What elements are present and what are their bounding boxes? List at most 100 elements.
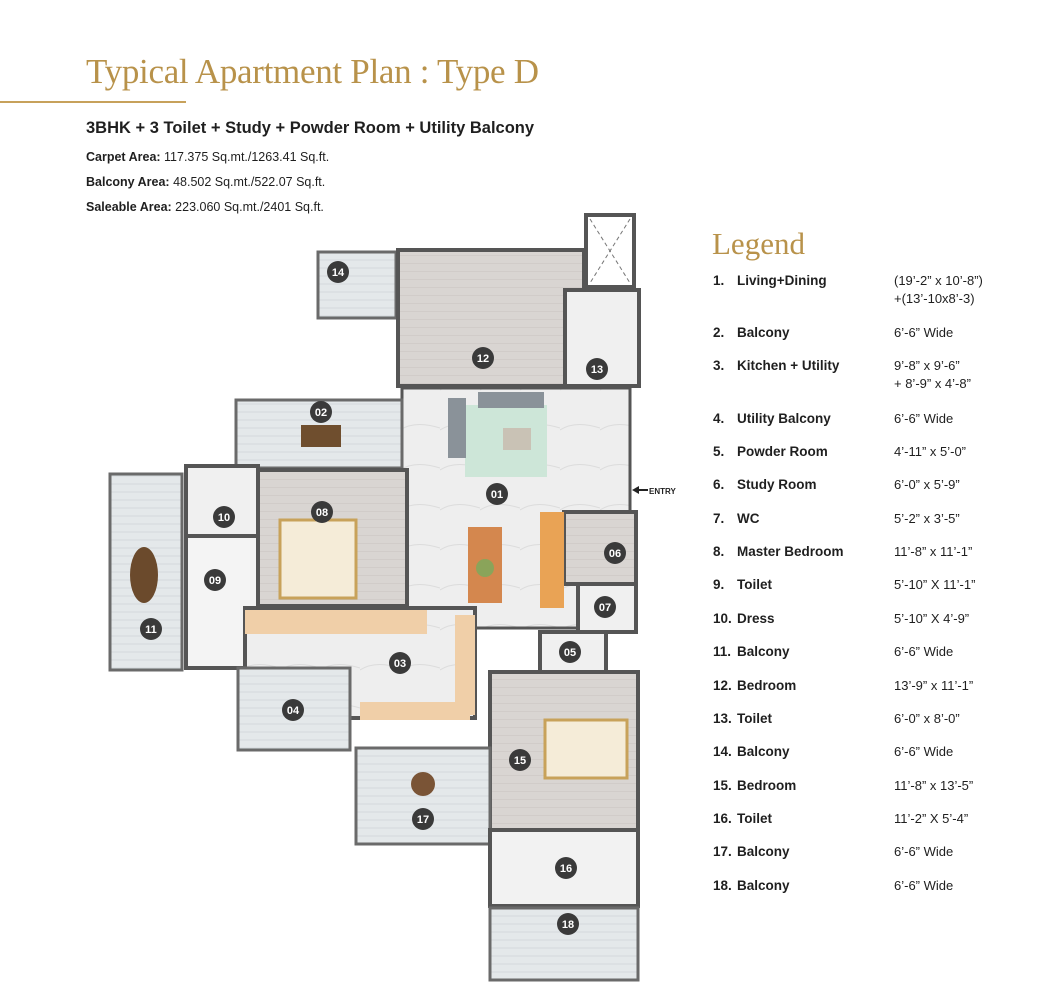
study-area	[562, 510, 638, 586]
legend-item-number: 13.	[713, 711, 732, 726]
room-marker-label: 16	[560, 863, 572, 875]
legend-item-dim: 6’-0” x 8’-0”	[894, 711, 960, 726]
legend-item-name: Dress	[737, 611, 775, 626]
legend-item-number: 6.	[713, 477, 725, 492]
legend-item-dimensions: 5’-10” X 11’-1”	[894, 576, 975, 594]
legend-item-number: 4.	[713, 411, 725, 426]
carpet-area: Carpet Area: 117.375 Sq.mt./1263.41 Sq.f…	[86, 150, 330, 164]
legend-item-number: 3.	[713, 358, 725, 373]
legend-item-dim: 13’-9” x 11’-1”	[894, 678, 974, 693]
legend-item-number: 18.	[713, 878, 732, 893]
bed	[278, 518, 358, 600]
legend-item: 17. Balcony	[713, 844, 790, 859]
legend-item-dimensions: 5’-2” x 3’-5”	[894, 510, 960, 528]
legend-item-dim: 5’-10” X 4’-9”	[894, 611, 970, 626]
legend-item-number: 17.	[713, 844, 732, 859]
legend-item-number: 10.	[713, 611, 732, 626]
legend-item-name: Living+Dining	[737, 273, 827, 288]
legend-item-name: Balcony	[737, 878, 790, 893]
legend-item-number: 1.	[713, 273, 725, 288]
room-marker-label: 05	[564, 647, 576, 659]
legend-item-dimensions: 11’-8” x 11’-1”	[894, 543, 972, 561]
saleable-area: Saleable Area: 223.060 Sq.mt./2401 Sq.ft…	[86, 200, 324, 214]
legend-item-dim: 6’-6” Wide	[894, 878, 954, 893]
legend-item-dimensions: 6’-6” Wide	[894, 843, 953, 861]
balcony-table	[411, 772, 435, 796]
legend-item-dimensions: (19’-2” x 10’-8”) +(13’-10x8’-3)	[894, 272, 983, 308]
room-marker-badge	[412, 808, 434, 830]
bedroom-12-area	[396, 248, 586, 388]
legend-item-dimensions: 6’-6” Wide	[894, 743, 953, 761]
legend-item-dim: 6’-6” Wide	[894, 325, 954, 340]
legend-item: 8.Master Bedroom	[713, 544, 844, 559]
legend-item: 4. Utility Balcony	[713, 411, 831, 426]
legend-item-name: Kitchen + Utility	[737, 358, 840, 373]
legend-item: 12.Bedroom	[713, 678, 796, 693]
counter	[245, 610, 427, 634]
legend-item-dim: 5’-10” X 11’-1”	[894, 577, 976, 592]
room-marker-label: 11	[145, 624, 157, 636]
legend-item-number: 15.	[713, 778, 732, 793]
legend-item: 14. Balcony	[713, 744, 790, 759]
legend-item-number: 14.	[713, 744, 732, 759]
balcony-area: Balcony Area: 48.502 Sq.mt./522.07 Sq.ft…	[86, 175, 326, 189]
entry-arrow-head	[632, 486, 639, 494]
legend-item-dim: (19’-2” x 10’-8”)	[894, 273, 983, 288]
legend-item: 1. Living+Dining	[713, 273, 827, 288]
room-marker-badge	[327, 261, 349, 283]
legend-item-dim: 6’-0” x 5’-9”	[894, 477, 960, 492]
legend-item-dimensions: 6’-0” x 5’-9”	[894, 476, 960, 494]
legend-item-name: Balcony	[737, 325, 790, 340]
legend-item-number: 9.	[713, 577, 725, 592]
entry-label: ENTRY	[649, 487, 676, 496]
room-marker-badge	[140, 618, 162, 640]
room-marker-label: 15	[514, 755, 526, 767]
utility-balcony-area	[236, 666, 352, 752]
legend-item-dimensions: 5’-10” X 4’-9”	[894, 610, 969, 628]
room-marker-label: 12	[477, 353, 489, 365]
room-marker-label: 17	[417, 814, 429, 826]
legend-item: 9.Toilet	[713, 577, 772, 592]
page-title: Typical Apartment Plan : Type D	[86, 52, 539, 91]
room-marker-label: 08	[316, 507, 328, 519]
legend-item-dimensions: 6’-6” Wide	[894, 877, 953, 895]
legend-item: 5.Powder Room	[713, 444, 828, 459]
legend-item: 16.Toilet	[713, 811, 772, 826]
legend-item-name: Balcony	[737, 844, 790, 859]
legend-item-dimensions: 6’-6” Wide	[894, 324, 953, 342]
balcony-table	[130, 547, 158, 603]
room-marker-label: 14	[332, 267, 345, 279]
unit-configuration: 3BHK + 3 Toilet + Study + Powder Room + …	[86, 119, 535, 137]
counter	[360, 702, 470, 720]
room-marker-label: 10	[218, 512, 230, 524]
title-underline	[0, 101, 186, 103]
legend-item-name: Balcony	[737, 744, 790, 759]
room-marker-badge	[555, 857, 577, 879]
legend-item-dimensions: 4’-11” x 5’-0”	[894, 443, 966, 461]
room-marker-badge	[213, 506, 235, 528]
legend-item-dim: 6’-6” Wide	[894, 644, 954, 659]
room-marker-badge	[486, 483, 508, 505]
legend-item-dimensions: 6’-0” x 8’-0”	[894, 710, 960, 728]
legend-item-dim-extra: +(13’-10x8’-3)	[894, 291, 975, 306]
legend-item-name: Study Room	[737, 477, 817, 492]
room-marker-badge	[310, 401, 332, 423]
room-marker-label: 02	[315, 407, 327, 419]
legend-item: 2.Balcony	[713, 325, 790, 340]
legend-item-number: 8.	[713, 544, 725, 559]
legend-item-dimensions: 6’-6” Wide	[894, 410, 953, 428]
balcony-14-area	[316, 250, 398, 320]
legend-item-dim: 6’-6” Wide	[894, 844, 954, 859]
legend-item-dim: 5’-2” x 3’-5”	[894, 511, 960, 526]
room-marker-badge	[282, 699, 304, 721]
legend-item-name: Powder Room	[737, 444, 828, 459]
legend-item-name: Balcony	[737, 644, 790, 659]
room-marker-badge	[311, 501, 333, 523]
room-marker-label: 03	[394, 658, 406, 670]
legend-item-name: Utility Balcony	[737, 411, 831, 426]
legend-item-dimensions: 11’-2” X 5’-4”	[894, 810, 968, 828]
legend-item-dim: 11’-2” X 5’-4”	[894, 811, 969, 826]
legend-item-number: 16.	[713, 811, 732, 826]
legend-item-number: 12.	[713, 678, 732, 693]
